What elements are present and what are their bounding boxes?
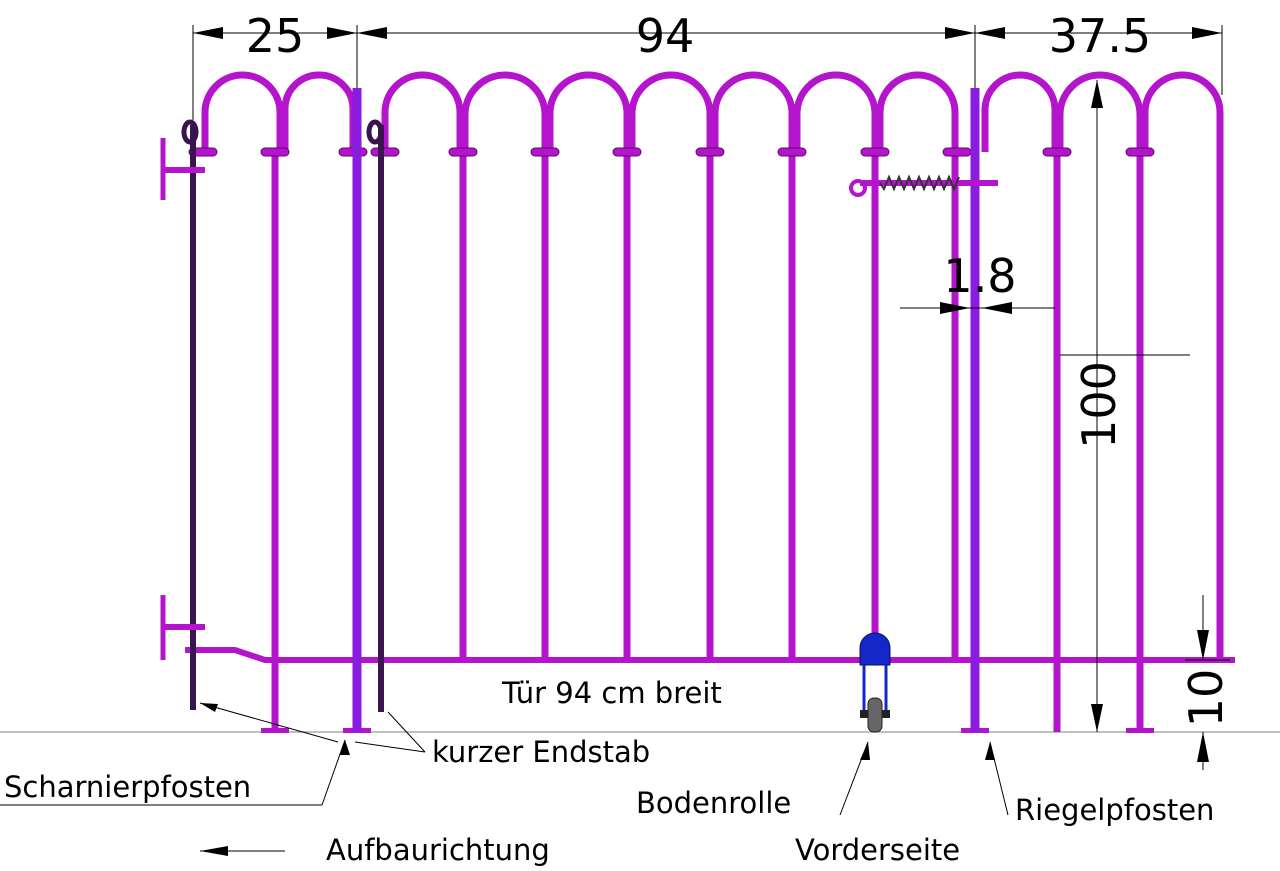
bar-sleeve	[530, 147, 560, 157]
label-hinge-post: Scharnierpfosten	[4, 770, 251, 804]
dim-gate-width: 94	[636, 9, 695, 63]
label-latch-post: Riegelpfosten	[1015, 793, 1214, 827]
hinge-eye	[366, 119, 384, 145]
arch	[546, 71, 631, 152]
dim-bar-diameter: 1.8	[943, 249, 1016, 303]
arch	[711, 71, 796, 152]
dim-right-width: 37.5	[1049, 9, 1151, 63]
bar-sleeve	[612, 147, 642, 157]
label-build-direction: Aufbaurichtung	[326, 833, 550, 867]
label-roller: Bodenrolle	[636, 786, 791, 820]
label-front-side: Vorderseite	[795, 833, 960, 867]
arch	[201, 71, 284, 152]
bar-foot	[261, 728, 289, 733]
arch	[461, 71, 549, 152]
bar-foot	[1126, 728, 1154, 733]
arch	[793, 71, 879, 152]
arch	[1056, 71, 1144, 152]
arch	[381, 71, 464, 152]
bar-sleeve	[860, 147, 890, 157]
label-end-bar: kurzer Endstab	[432, 735, 650, 769]
arch	[1141, 71, 1224, 152]
dim-clearance: 10	[1179, 669, 1233, 728]
arch	[628, 71, 714, 152]
label-gate: Tür 94 cm breit	[501, 676, 722, 710]
dimension-arrows	[193, 27, 1222, 856]
bar-sleeve	[1125, 147, 1155, 157]
roller-housing	[859, 632, 891, 666]
latch-spring	[879, 174, 960, 192]
bar-sleeve	[942, 147, 972, 157]
bar-sleeve	[695, 147, 725, 157]
bar-sleeve	[1042, 147, 1072, 157]
latch-hook	[849, 179, 867, 197]
bar-sleeve	[370, 147, 400, 157]
bottom-rail	[185, 647, 1235, 663]
arch	[876, 71, 959, 152]
dim-height: 100	[1072, 361, 1126, 449]
hinge-eye	[181, 119, 199, 145]
fence	[160, 71, 1235, 733]
bar-sleeve	[260, 147, 290, 157]
bar-sleeve	[448, 147, 478, 157]
arch	[281, 71, 357, 152]
arch	[981, 71, 1059, 152]
roller-wheel	[867, 697, 883, 733]
dim-left-width: 25	[246, 9, 305, 63]
bar-sleeve	[777, 147, 807, 157]
